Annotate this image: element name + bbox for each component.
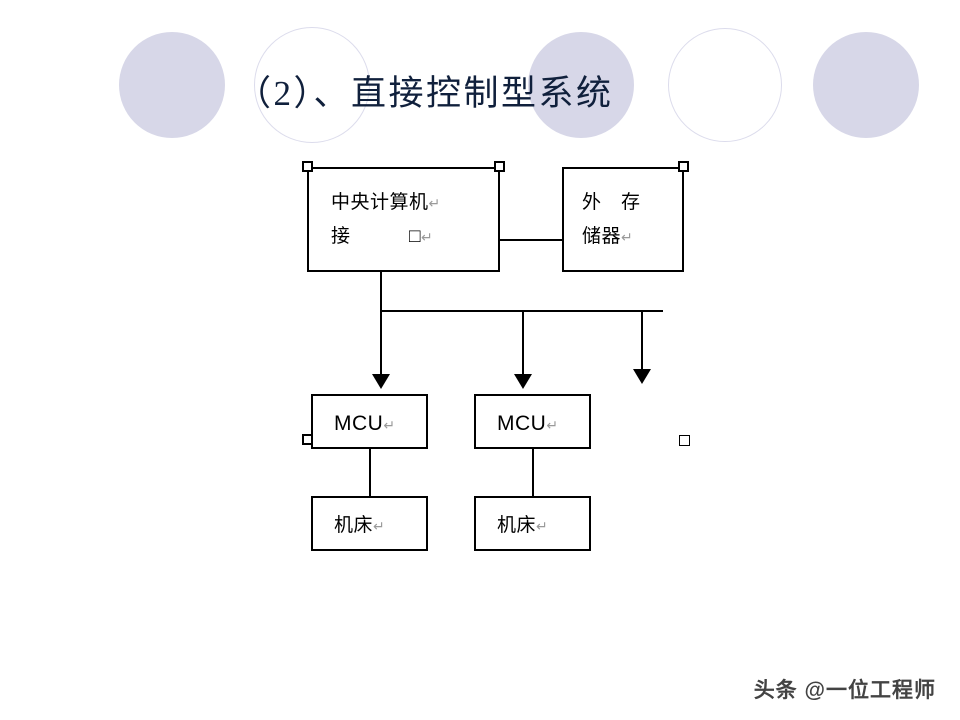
box-machine-tool-left-label: 机床↵ (334, 515, 385, 536)
connector-mcu-left-to-machine (369, 449, 371, 496)
connector-cpu-to-storage (500, 239, 563, 241)
selection-handle-mid-right[interactable] (679, 435, 690, 446)
box-mcu-right-label: MCU↵ (497, 412, 559, 435)
connector-cpu-to-bus (380, 272, 382, 312)
connector-bus-drop-1 (380, 310, 382, 377)
page-title: （2）、直接控制型系统 (236, 74, 614, 113)
box-central-computer-line-1: 中央计算机↵ (331, 192, 441, 213)
watermark: 头条 @一位工程师 (753, 679, 936, 702)
box-mcu-left-label: MCU↵ (334, 412, 396, 435)
box-mcu-left[interactable]: MCU↵ (311, 394, 428, 449)
connector-bus-drop-3 (641, 310, 643, 372)
arrowhead-1 (372, 374, 390, 389)
selection-handle-top-right[interactable] (678, 161, 689, 172)
box-external-storage-line-2: 储器↵ (582, 226, 633, 247)
box-machine-tool-right-label: 机床↵ (497, 515, 548, 536)
selection-handle-top-mid[interactable] (494, 161, 505, 172)
box-external-storage-line-1: 外 存 (582, 192, 641, 213)
connector-mcu-right-to-machine (532, 449, 534, 496)
selection-handle-top-left[interactable] (302, 161, 313, 172)
box-machine-tool-left[interactable]: 机床↵ (311, 496, 428, 551)
box-machine-tool-right[interactable]: 机床↵ (474, 496, 591, 551)
connector-bus-drop-2 (522, 310, 524, 377)
selection-handle-mid-left[interactable] (302, 434, 313, 445)
arrowhead-3 (633, 369, 651, 384)
box-central-computer[interactable]: 中央计算机↵ 接 □↵ (307, 167, 500, 272)
box-central-computer-line-2: 接 □↵ (331, 226, 433, 247)
box-external-storage[interactable]: 外 存 储器↵ (562, 167, 684, 272)
arrowhead-2 (514, 374, 532, 389)
connector-bus-backbone (380, 310, 663, 312)
box-mcu-right[interactable]: MCU↵ (474, 394, 591, 449)
